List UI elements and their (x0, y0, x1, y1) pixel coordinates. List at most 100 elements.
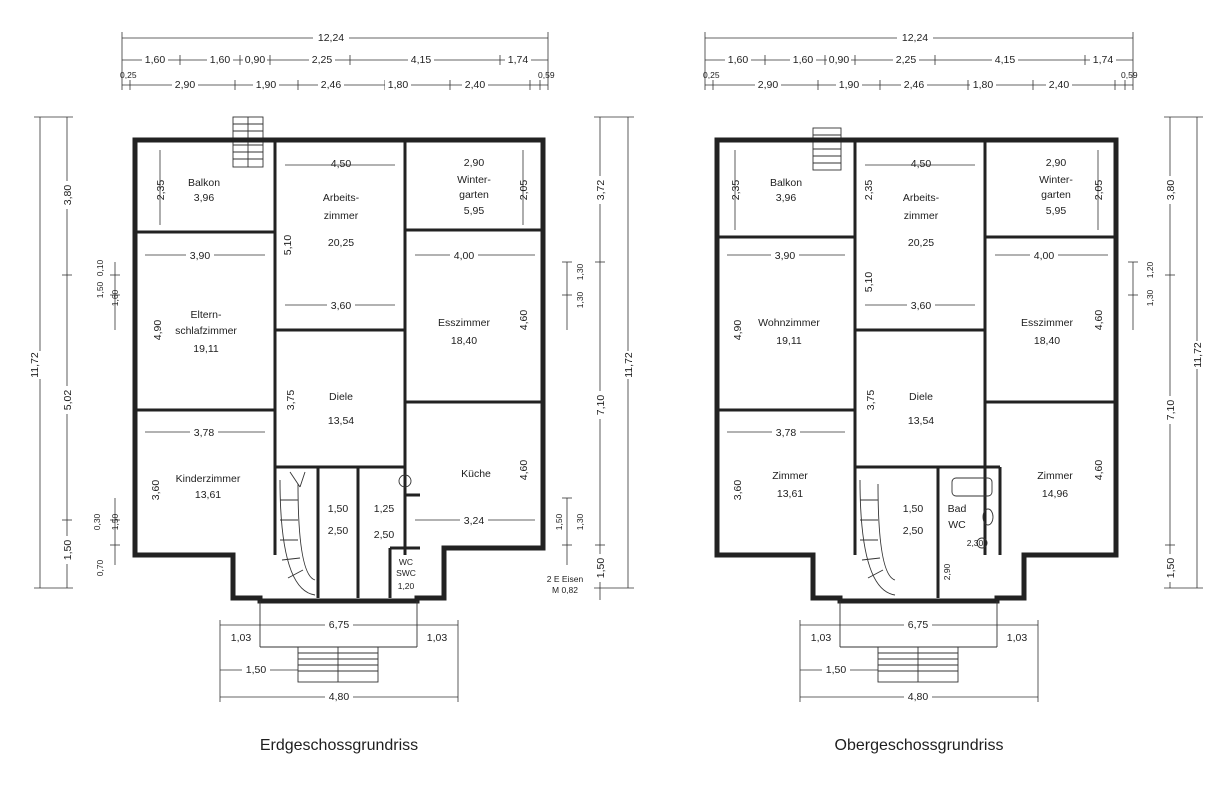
dim-right-overall: 11,72 (1192, 342, 1204, 368)
dim-edge-right: 0,59 (538, 70, 555, 80)
dim-corridor-a: 1,25 (374, 503, 395, 515)
svg-text:Arbeits-: Arbeits- (323, 192, 360, 204)
dim-overall-bottom: 4,80 (908, 691, 929, 703)
svg-text:13,54: 13,54 (908, 415, 934, 427)
dim-row2-3: 2,46 (321, 79, 342, 91)
dim-stair-a: 1,50 (328, 503, 349, 515)
svg-text:13,54: 13,54 (328, 415, 354, 427)
dim-overall-width: 12,24 (902, 32, 928, 44)
dim-right-b: 7,10 (1165, 400, 1177, 421)
upper-room-zimmer-2: Zimmer 14,96 (1037, 470, 1073, 500)
dim-stair-a: 1,50 (903, 503, 924, 515)
dim-esszimmer-height: 4,60 (518, 310, 530, 331)
dim-esszimmer-width: 4,00 (454, 250, 475, 262)
ground-floor-plan: 12,24 1,60 1,60 0,90 2,25 4,15 1,74 2,90… (28, 31, 635, 754)
svg-text:19,11: 19,11 (193, 343, 219, 355)
dim-top-1: 1,60 (145, 54, 166, 66)
dim-right-c: 1,50 (595, 558, 607, 579)
dim-zimmer-width: 3,78 (776, 427, 797, 439)
dim-wohnzimmer-height: 4,90 (732, 320, 744, 341)
dim-right-overall: 11,72 (623, 352, 635, 378)
ground-interior-stair (279, 471, 316, 596)
dim-corridor-b: 2,50 (374, 529, 395, 541)
dim-top-4: 2,25 (896, 54, 917, 66)
dim-kueche-height: 4,60 (518, 460, 530, 481)
dim-top-5: 4,15 (411, 54, 432, 66)
ground-room-kueche: Küche (461, 468, 491, 480)
washbasin-icon (976, 537, 988, 549)
upper-top-dimensions: 12,24 1,60 1,60 0,90 2,25 4,15 1,74 2,90… (703, 31, 1138, 91)
svg-text:5,95: 5,95 (1046, 205, 1067, 217)
svg-text:Balkon: Balkon (770, 177, 802, 189)
svg-text:19,11: 19,11 (776, 335, 802, 347)
dim-row2-4: 1,80 (388, 79, 409, 91)
dim-right-e: 1,30 (1145, 289, 1155, 306)
svg-text:Esszimmer: Esszimmer (1021, 317, 1073, 329)
ground-room-esszimmer: Esszimmer 18,40 (438, 317, 490, 347)
dim-top-1: 1,60 (728, 54, 749, 66)
dim-stair-b: 2,50 (903, 525, 924, 537)
dim-wintergarten-height: 2,05 (518, 180, 530, 201)
dim-arbeitszimmer-height-upper: 2,35 (863, 180, 875, 201)
svg-text:Winter-: Winter- (457, 174, 491, 186)
ground-left-dimensions: 11,72 3,80 5,02 1,50 0,10 1,50 1,60 0,30… (28, 116, 120, 589)
dim-right-a: 3,72 (595, 180, 607, 201)
upper-interior-stair (859, 479, 896, 596)
upper-room-wohnzimmer: Wohnzimmer 19,11 (758, 317, 820, 347)
dim-esszimmer-width: 4,00 (1034, 250, 1055, 262)
dim-row2-1: 2,90 (758, 79, 779, 91)
svg-text:garten: garten (459, 189, 489, 201)
dim-left-a: 3,80 (62, 185, 74, 206)
dim-overall-width: 12,24 (318, 32, 344, 44)
svg-text:2,90: 2,90 (464, 157, 485, 169)
dim-left-c: 1,50 (62, 540, 74, 561)
ground-room-wintergarten: 2,90 Winter- garten 5,95 (457, 157, 491, 217)
dim-edge-left: 0,25 (703, 70, 720, 80)
ground-room-arbeitszimmer: 4,50 Arbeits- zimmer 20,25 (323, 158, 360, 249)
ground-top-dimensions: 12,24 1,60 1,60 0,90 2,25 4,15 1,74 2,90… (120, 31, 555, 91)
dim-entrance-left: 1,03 (231, 632, 252, 644)
dim-balkon-height: 2,35 (730, 180, 742, 201)
dim-row2-3: 2,46 (904, 79, 925, 91)
ground-room-balkon: Balkon 3,96 (188, 177, 220, 204)
ground-room-kinderzimmer: Kinderzimmer 13,61 (176, 473, 241, 501)
dim-zimmer-height: 3,60 (732, 480, 744, 501)
dim-right-g: 1,30 (575, 513, 585, 530)
dim-entrance-left: 1,03 (811, 632, 832, 644)
svg-text:garten: garten (1041, 189, 1071, 201)
upper-exterior-stair (812, 127, 842, 171)
upper-room-diele: Diele 13,54 (908, 391, 934, 427)
structural-note-1: 2 E Eisen (547, 574, 584, 584)
dim-entrance-width: 6,75 (329, 619, 350, 631)
svg-text:18,40: 18,40 (451, 335, 477, 347)
svg-text:WC: WC (948, 519, 966, 531)
upper-room-bad: Bad WC (948, 503, 967, 531)
upper-floor-caption: Obergeschossgrundriss (835, 737, 1004, 754)
dim-kinderzimmer-height: 3,60 (150, 480, 162, 501)
svg-text:Eltern-: Eltern- (191, 309, 222, 321)
dim-row2-4: 1,80 (973, 79, 994, 91)
dim-right-a: 3,80 (1165, 180, 1177, 201)
dim-zimmer2-height: 4,60 (1093, 460, 1105, 481)
dim-entrance-right: 1,03 (1007, 632, 1028, 644)
svg-text:Wohnzimmer: Wohnzimmer (758, 317, 820, 329)
dim-right-d: 1,30 (575, 263, 585, 280)
dim-top-4: 2,25 (312, 54, 333, 66)
svg-text:Bad: Bad (948, 503, 967, 515)
upper-room-esszimmer: Esszimmer 18,40 (1021, 317, 1073, 347)
svg-text:zimmer: zimmer (904, 210, 939, 222)
dim-row2-5: 2,40 (1049, 79, 1070, 91)
svg-text:Zimmer: Zimmer (1037, 470, 1073, 482)
dim-kinderzimmer-width: 3,78 (194, 427, 215, 439)
dim-arbeitszimmer-height: 5,10 (863, 272, 875, 293)
dim-top-6: 1,74 (508, 54, 529, 66)
dim-wintergarten-height: 2,05 (1093, 180, 1105, 201)
svg-text:2,90: 2,90 (1046, 157, 1067, 169)
svg-text:Balkon: Balkon (188, 177, 220, 189)
dim-left-h: 1,50 (110, 513, 120, 530)
dim-stair-b: 2,50 (328, 525, 349, 537)
svg-text:WC: WC (399, 557, 413, 567)
dim-top-3: 0,90 (245, 54, 266, 66)
dim-schlafzimmer-height: 4,90 (152, 320, 164, 341)
dim-schlafzimmer-width: 3,90 (190, 250, 211, 262)
